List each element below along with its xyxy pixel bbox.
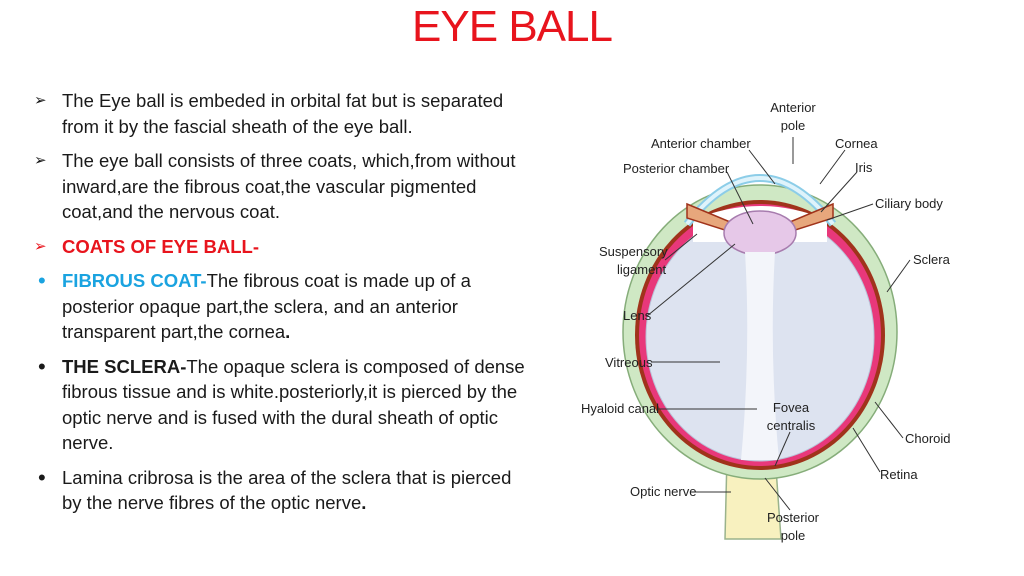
leader-line bbox=[646, 243, 736, 317]
bullet-item: • FIBROUS COAT-The fibrous coat is made … bbox=[34, 268, 534, 345]
dot-bullet-icon: • bbox=[38, 353, 46, 379]
bullet-text: The Eye ball is embeded in orbital fat b… bbox=[62, 90, 504, 137]
bullet-item: ➢ The Eye ball is embeded in orbital fat… bbox=[34, 88, 534, 139]
label-optic-nerve: Optic nerve bbox=[630, 484, 696, 499]
bullet-list: ➢ The Eye ball is embeded in orbital fat… bbox=[34, 88, 534, 525]
label-choroid: Choroid bbox=[905, 431, 951, 446]
arrow-bullet-icon: ➢ bbox=[34, 152, 47, 169]
bullet-heading: FIBROUS COAT- bbox=[62, 270, 207, 291]
label-fovea-centralis: centralis bbox=[767, 418, 816, 433]
eyeball-diagram: Anterior pole Anterior chamber Cornea Po… bbox=[575, 92, 985, 552]
dot-bullet-icon: • bbox=[38, 464, 46, 490]
leader-line bbox=[826, 203, 874, 221]
label-lens: Lens bbox=[623, 308, 652, 323]
label-ciliary-body: Ciliary body bbox=[875, 196, 943, 211]
leader-line bbox=[874, 401, 904, 439]
bullet-item: ➢ The eye ball consists of three coats, … bbox=[34, 148, 534, 225]
arrow-bullet-icon: ➢ bbox=[34, 237, 47, 255]
label-hyaloid-canal: Hyaloid canal bbox=[581, 401, 659, 416]
eyeball-diagram-svg: Anterior pole Anterior chamber Cornea Po… bbox=[581, 100, 951, 543]
leader-line bbox=[819, 149, 846, 185]
bullet-end: . bbox=[285, 321, 291, 342]
label-anterior-chamber: Anterior chamber bbox=[651, 136, 751, 151]
bullet-text: The opaque sclera is composed of dense f… bbox=[62, 355, 525, 454]
label-sclera: Sclera bbox=[913, 252, 951, 267]
label-retina: Retina bbox=[880, 467, 918, 482]
leader-line bbox=[886, 259, 911, 293]
bullet-item: ➢ COATS OF EYE BALL- bbox=[34, 234, 534, 260]
label-vitreous: Vitreous bbox=[605, 355, 653, 370]
leader-line bbox=[774, 431, 791, 467]
label-posterior-pole: Posterior bbox=[767, 510, 820, 525]
leader-line bbox=[748, 149, 776, 185]
bullet-item: • Lamina cribrosa is the area of the scl… bbox=[34, 465, 534, 516]
leader-line bbox=[726, 171, 754, 225]
bullet-text: Lamina cribrosa is the area of the scler… bbox=[62, 466, 512, 514]
leader-line bbox=[764, 477, 791, 511]
label-anterior-pole: Anterior bbox=[770, 100, 816, 115]
arrow-bullet-icon: ➢ bbox=[34, 92, 47, 109]
bullet-text: The fibrous coat is made up of a posteri… bbox=[62, 270, 471, 342]
bullet-text: The eye ball consists of three coats, wh… bbox=[62, 150, 516, 222]
label-iris: Iris bbox=[855, 160, 873, 175]
label-suspensory-ligament: ligament bbox=[617, 262, 667, 277]
section-heading: COATS OF EYE BALL- bbox=[62, 235, 259, 257]
label-suspensory-ligament: Suspensory bbox=[599, 244, 668, 259]
leader-line bbox=[852, 427, 881, 473]
lens-shape bbox=[723, 210, 797, 256]
bullet-heading: THE SCLERA- bbox=[62, 355, 187, 377]
bullet-end: . bbox=[361, 492, 367, 513]
page-title: EYE BALL bbox=[412, 2, 613, 51]
label-posterior-chamber: Posterior chamber bbox=[623, 161, 730, 176]
label-fovea-centralis: Fovea bbox=[773, 400, 810, 415]
dot-bullet-icon: • bbox=[38, 268, 46, 293]
bullet-item: • THE SCLERA-The opaque sclera is compos… bbox=[34, 354, 534, 456]
cornea-inner bbox=[685, 176, 835, 226]
label-posterior-pole: pole bbox=[781, 528, 806, 543]
hyaloid-canal-shape bbox=[741, 252, 779, 460]
label-anterior-pole: pole bbox=[781, 118, 806, 133]
leader-line bbox=[664, 233, 698, 261]
leader-line bbox=[820, 171, 858, 213]
label-cornea: Cornea bbox=[835, 136, 878, 151]
